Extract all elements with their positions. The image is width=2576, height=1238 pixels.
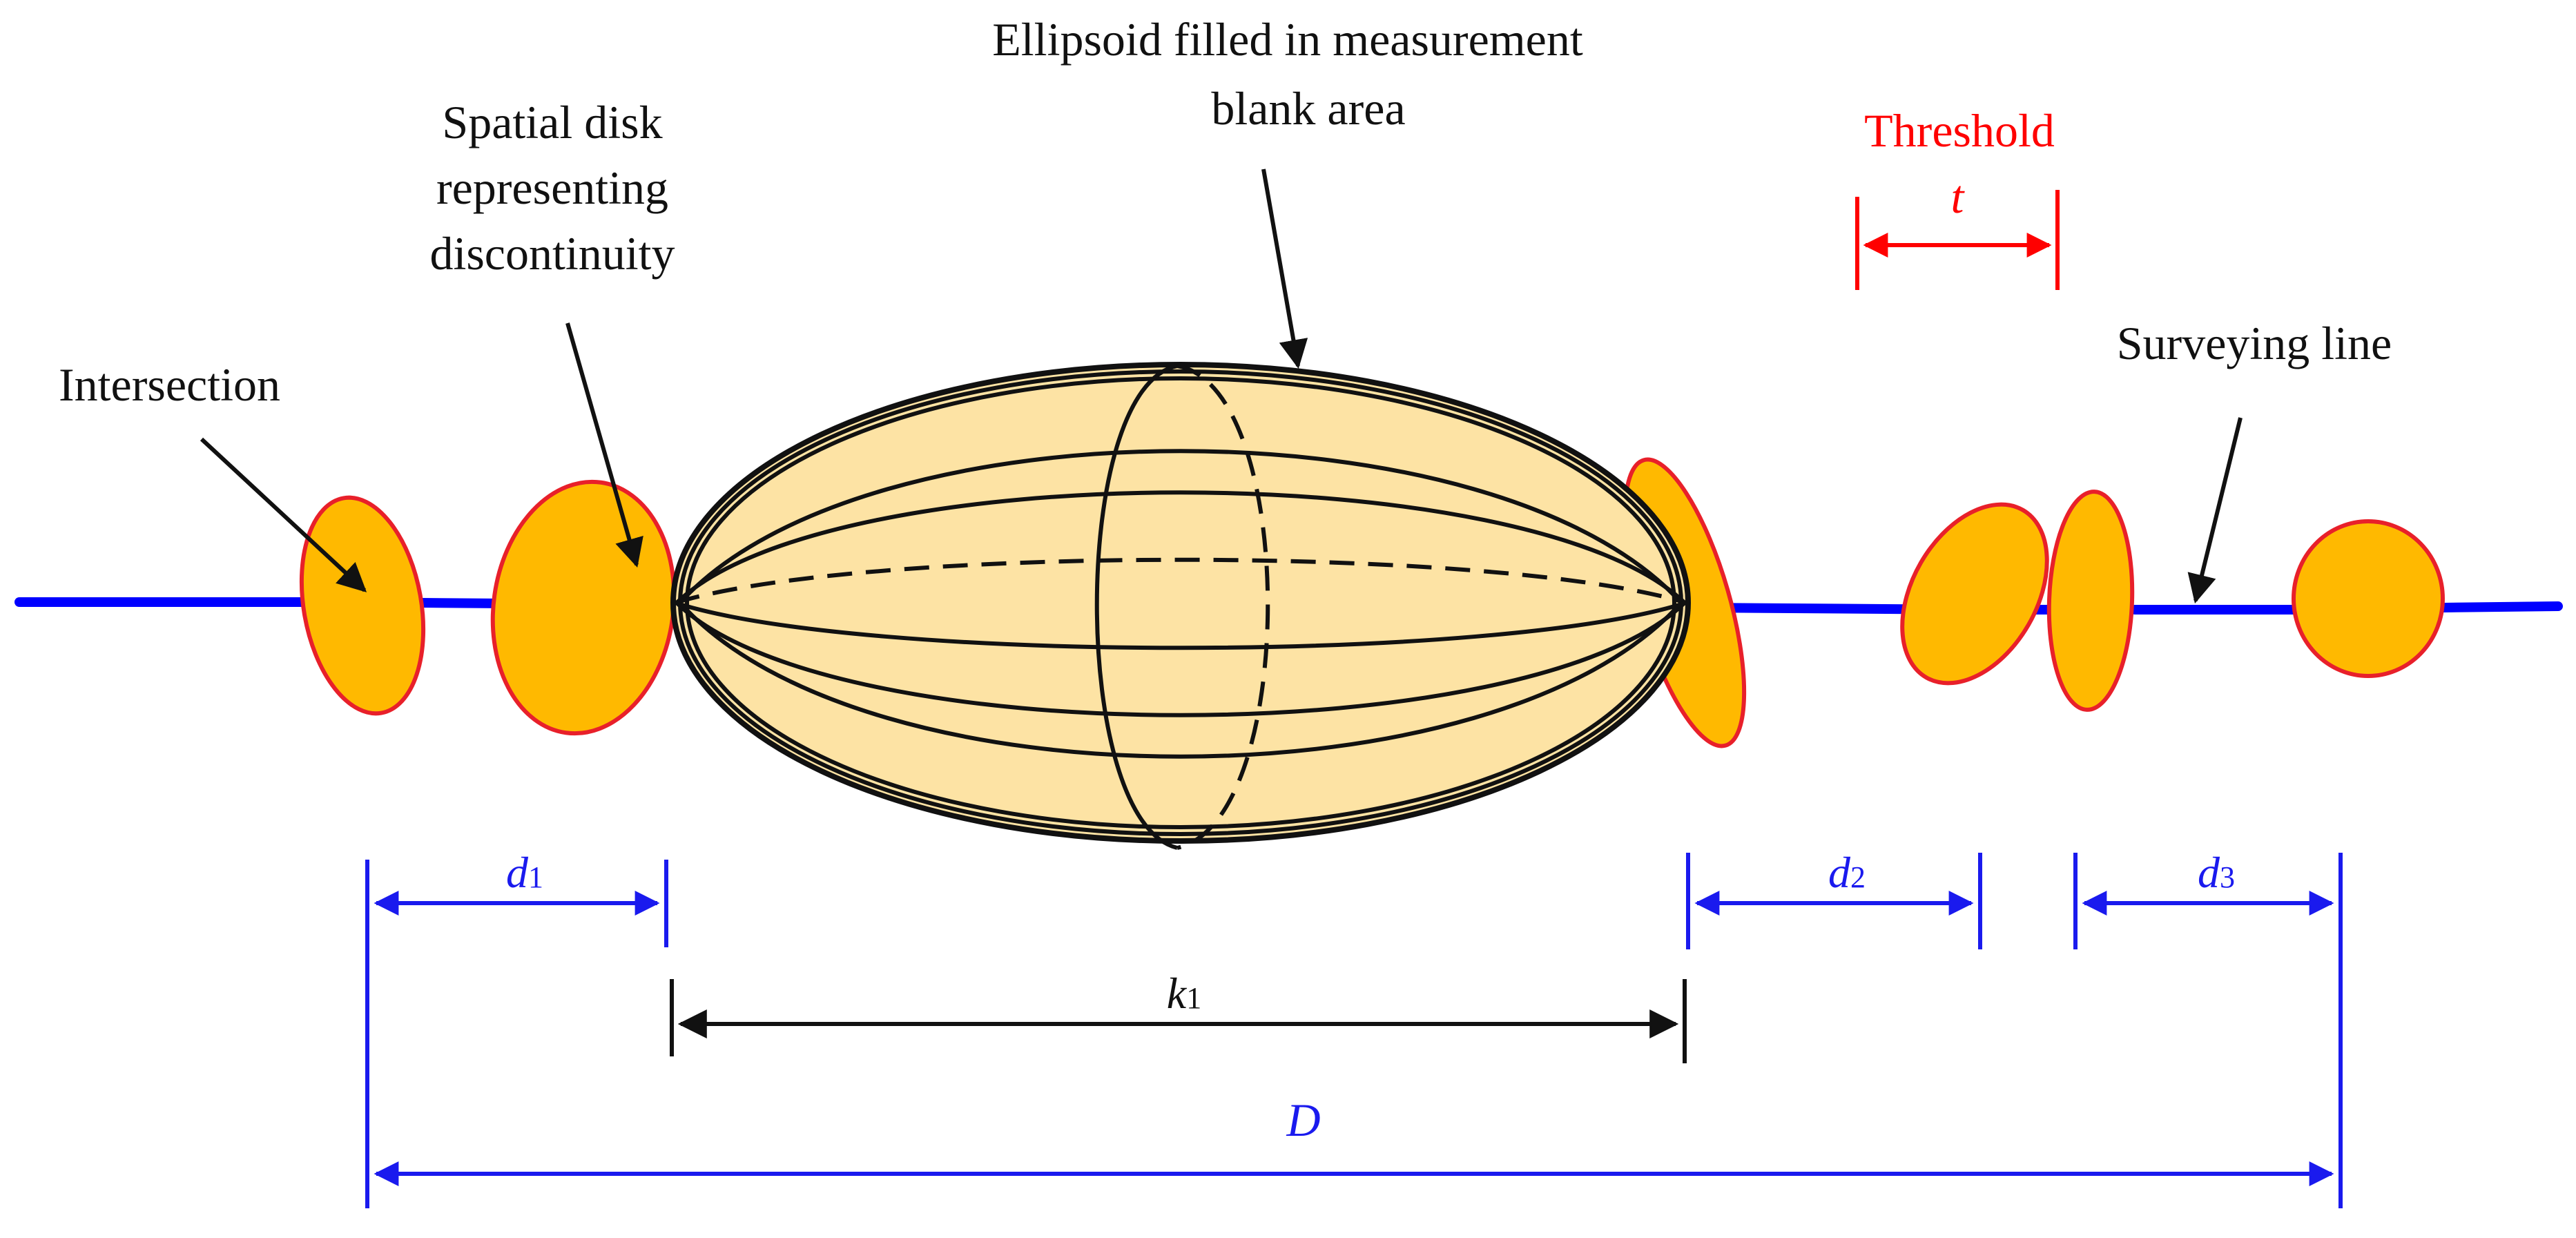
k1-label: k1 — [1167, 969, 1201, 1018]
D-label: D — [1286, 1094, 1320, 1146]
disk-label-line1: Spatial disk — [442, 96, 662, 148]
surveying-line-label: Surveying line — [2117, 317, 2392, 369]
threshold-symbol: t — [1951, 171, 1966, 223]
disk-intersection — [299, 495, 426, 716]
intersection-label: Intersection — [59, 358, 280, 411]
disk-arrow — [565, 322, 643, 568]
ellipsoid-arrow — [1261, 168, 1308, 369]
disk-d2-end — [1900, 502, 2049, 686]
d2-label: d2 — [1828, 848, 1866, 897]
ellipsoid — [670, 362, 1691, 850]
annotation-arrows — [200, 168, 2243, 604]
disk-label-line2: representing — [436, 162, 668, 214]
threshold-label: Threshold — [1864, 104, 2055, 157]
disk-label-line3: discontinuity — [429, 227, 675, 280]
dimension-lines — [365, 853, 2343, 1208]
surveying-line-arrow — [2187, 417, 2243, 604]
disk-d3-start — [2046, 490, 2135, 712]
threshold-indicator — [1855, 190, 2060, 290]
dimension-k1 — [670, 979, 1687, 1063]
intersection-arrow — [200, 437, 367, 592]
disk-d3-end — [2292, 519, 2445, 678]
d1-label: d1 — [506, 848, 543, 897]
d3-label: d3 — [2198, 848, 2235, 897]
ellipsoid-label-line1: Ellipsoid filled in measurement — [992, 13, 1583, 66]
ellipsoid-label-line2: blank area — [1211, 82, 1405, 135]
disk-spatial — [490, 479, 677, 736]
